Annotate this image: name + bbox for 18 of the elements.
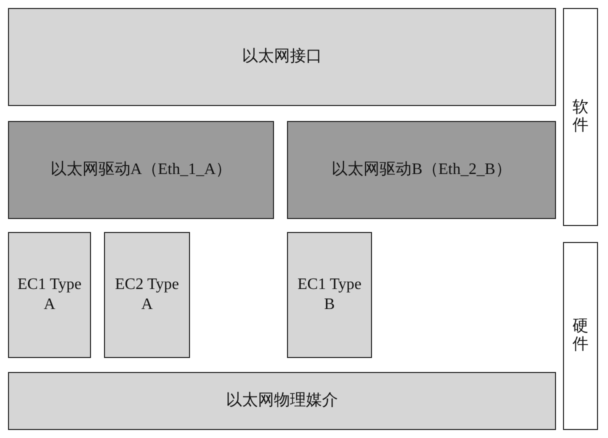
node-label: 硬件 xyxy=(572,318,588,354)
interface-layer-box xyxy=(8,8,556,106)
controller-box xyxy=(8,232,91,358)
node-label: EC1 Type B xyxy=(298,275,362,315)
physical-medium-box xyxy=(8,372,556,430)
node-label: 以太网接口 xyxy=(242,47,322,67)
controller-box xyxy=(104,232,190,358)
node-label: EC1 Type A xyxy=(18,275,82,315)
controller-box xyxy=(287,232,372,358)
layer-category-box xyxy=(563,8,598,226)
driver-box xyxy=(8,121,274,219)
node-label: 以太网驱动A（Eth_1_A） xyxy=(50,160,232,180)
layer-category-box xyxy=(563,242,598,430)
node-label: 软件 xyxy=(572,99,588,135)
driver-box xyxy=(287,121,556,219)
node-label: 以太网驱动B（Eth_2_B） xyxy=(332,160,512,180)
node-label: EC2 Type A xyxy=(115,275,179,315)
node-label: 以太网物理媒介 xyxy=(226,391,338,411)
